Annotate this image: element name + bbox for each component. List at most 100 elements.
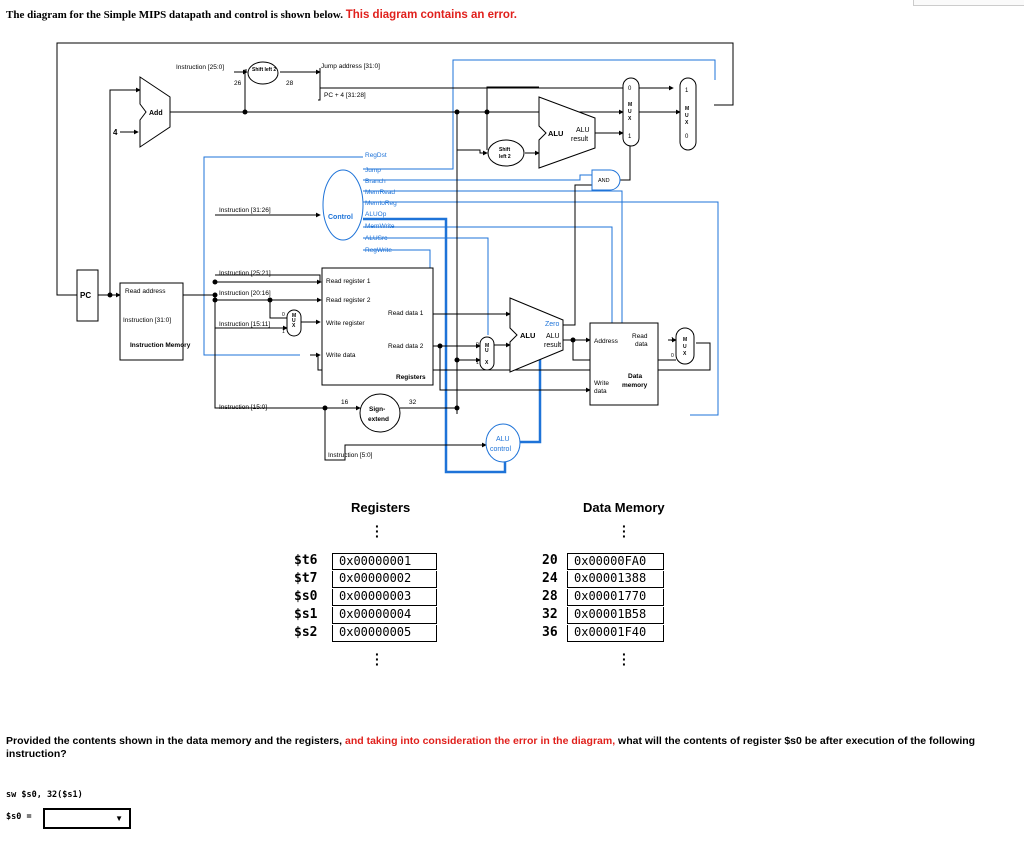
memory-address: 20	[542, 553, 558, 568]
register-name: $t6	[294, 553, 318, 568]
instruction-20-16-label: Instruction [20:16]	[219, 290, 271, 297]
instruction-5-0-label: Instruction [5:0]	[328, 452, 373, 459]
control-signal-memtoreg: MemtoReg	[365, 200, 397, 207]
memory-table-title: Data Memory	[583, 500, 665, 515]
branch-mux	[622, 77, 640, 147]
memtoreg-mux-x: X	[683, 351, 687, 357]
memory-dots-bottom: ···	[622, 646, 627, 672]
read-data-1-label: Read data 1	[388, 310, 424, 317]
main-alu-label: ALU	[520, 331, 535, 340]
data-memory-label-2: memory	[622, 382, 648, 389]
sign-extend-label-2: extend	[368, 416, 389, 423]
read-register-2-label: Read register 2	[326, 297, 371, 304]
pc-label: PC	[80, 291, 91, 300]
main-alu-result-label: ALU	[546, 333, 560, 340]
control-signal-jump: Jump	[365, 167, 381, 174]
shift-left-2-jump-label: Shift left 2	[252, 67, 276, 73]
registers-label: Registers	[396, 374, 426, 381]
control-signal-branch: Branch	[365, 178, 386, 185]
shift-left-2-branch-label: Shift	[499, 147, 510, 153]
register-name: $s1	[294, 607, 318, 622]
regdst-mux-one: 1	[282, 329, 285, 335]
register-row: $t6 0x00000001	[290, 553, 440, 570]
question-part2: what will the contents of register $s0 b…	[6, 735, 976, 760]
read-data-label-2: data	[635, 341, 648, 348]
register-value: 0x00000004	[332, 607, 437, 624]
shift-left-2-branch	[487, 139, 525, 167]
registers-dots-bottom: ···	[375, 646, 380, 672]
alu-control-unit	[485, 423, 521, 463]
pc-register	[76, 269, 99, 322]
answer-dropdown[interactable]: ▼	[43, 808, 131, 829]
memory-value: 0x00001F40	[567, 625, 664, 642]
data-memory-label: Data	[628, 373, 642, 380]
branch-mux-one: 1	[628, 134, 632, 140]
add-label: Add	[149, 110, 163, 117]
answer-label: $s0 =	[6, 812, 32, 822]
memtoreg-mux-zero: 0	[671, 353, 674, 359]
control-signal-regwrite: RegWrite	[365, 247, 392, 254]
read-data-label: Read	[632, 333, 648, 340]
memory-value: 0x00001770	[567, 589, 664, 606]
jump-mux-u: U	[685, 113, 689, 119]
control-signal-memwrite: MemWrite	[365, 223, 395, 230]
n26-label: 26	[234, 80, 242, 87]
instruction-memory-label: Instruction Memory	[130, 342, 191, 349]
alusrc-mux	[479, 336, 495, 371]
control-label: Control	[328, 214, 353, 221]
write-register-label: Write register	[326, 320, 365, 327]
alusrc-mux-zero: 0	[476, 342, 479, 348]
and-gate	[591, 169, 621, 191]
branch-mux-x: X	[628, 116, 632, 122]
instruction-25-21-label: Instruction [25:21]	[219, 270, 271, 277]
header-error-text: This diagram contains an error.	[345, 9, 517, 21]
instruction-31-0-label: Instruction [31:0]	[123, 317, 171, 324]
question-part1: Provided the contents shown in the data …	[6, 735, 343, 747]
alu-control-label-2: control	[490, 446, 511, 453]
mips-datapath-diagram: PC Add 4 Read address Instruction [31:0]…	[56, 42, 734, 474]
memory-value: 0x00000FA0	[567, 553, 664, 570]
memtoreg-mux-m: M	[683, 337, 687, 343]
alu-control-label: ALU	[496, 436, 510, 443]
memory-value: 0x00001388	[567, 571, 664, 588]
memtoreg-mux-one: 1	[671, 337, 674, 343]
memtoreg-mux	[675, 327, 695, 365]
address-label: Address	[594, 338, 619, 345]
register-name: $s2	[294, 625, 318, 640]
alusrc-mux-one: 1	[476, 360, 479, 366]
regdst-mux	[286, 309, 302, 337]
regdst-mux-zero: 0	[282, 312, 285, 318]
branch-mux-u: U	[628, 109, 632, 115]
jump-address-label: Jump address [31:0]	[321, 63, 380, 70]
registers-table-title: Registers	[351, 500, 411, 515]
main-alu-result-label-2: result	[544, 342, 561, 349]
page-header: The diagram for the Simple MIPS datapath…	[6, 9, 517, 21]
header-text: The diagram for the Simple MIPS datapath…	[6, 9, 343, 21]
memory-address: 28	[542, 589, 558, 604]
n28-label: 28	[286, 80, 294, 87]
branch-mux-m: M	[628, 102, 632, 108]
zero-label: Zero	[545, 321, 560, 328]
read-address-label: Read address	[125, 288, 166, 295]
top-right-widget	[913, 0, 1024, 6]
data-memory	[589, 322, 659, 406]
register-value: 0x00000001	[332, 553, 437, 570]
branch-mux-zero: 0	[628, 86, 632, 92]
control-unit	[322, 169, 364, 241]
read-register-1-label: Read register 1	[326, 278, 371, 285]
n32-label: 32	[409, 399, 417, 406]
register-file	[321, 267, 434, 386]
and-label: AND	[598, 178, 610, 184]
sign-extend-unit	[359, 393, 401, 433]
pc-adder	[139, 76, 171, 148]
branch-alu	[538, 96, 596, 169]
shift-left-2-branch-label-2: left 2	[499, 154, 511, 160]
shift-left-2-jump	[247, 61, 279, 85]
register-value: 0x00000003	[332, 589, 437, 606]
instruction-25-0-label: Instruction [25:0]	[176, 64, 224, 71]
